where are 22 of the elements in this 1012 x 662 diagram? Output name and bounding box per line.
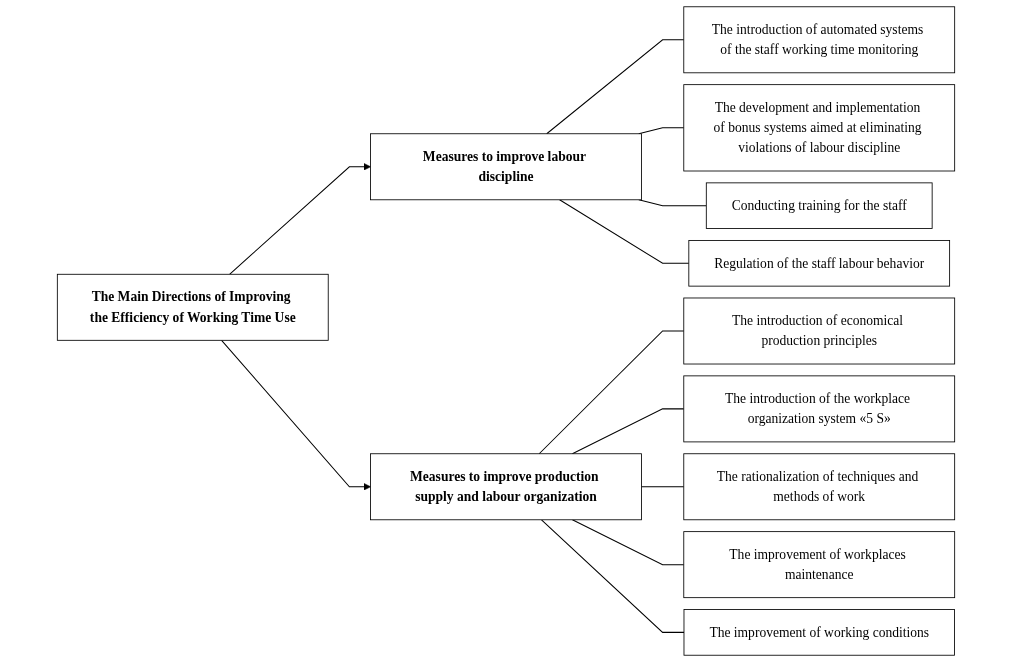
node-box: Measures to improve production supply and labour organization — [370, 453, 642, 521]
node-box: Regulation of the staff labour behavior — [688, 240, 951, 287]
connector — [640, 486, 685, 488]
arrow — [229, 163, 371, 275]
node-box: Measures to improve labour discipline — [370, 133, 642, 201]
connector — [638, 127, 685, 135]
node-box: The rationalization of techniques and methods of work — [683, 453, 956, 521]
node-box: The introduction of automated systems of the staff working time monitoring — [683, 6, 956, 74]
node-box: Conducting training for the staff — [705, 182, 933, 229]
node-box: The development and implementation of bonus systems aimed at eliminating violations of labour discipline — [683, 84, 956, 172]
connector — [571, 519, 685, 566]
node-box: The improvement of working conditions — [683, 609, 955, 656]
node-box: The improvement of workplaces maintenance — [683, 531, 956, 599]
node-box: The Main Directions of Improving the Efficiency of Working Time Use — [56, 273, 329, 341]
connector — [538, 330, 685, 455]
node-box: The introduction of economical production principles — [683, 297, 956, 365]
connector — [546, 39, 685, 135]
arrow — [221, 339, 371, 491]
node-box: The introduction of the workplace organization system «5 S» — [683, 375, 956, 443]
connector — [638, 199, 707, 207]
connector — [559, 199, 690, 264]
connector — [541, 519, 685, 633]
